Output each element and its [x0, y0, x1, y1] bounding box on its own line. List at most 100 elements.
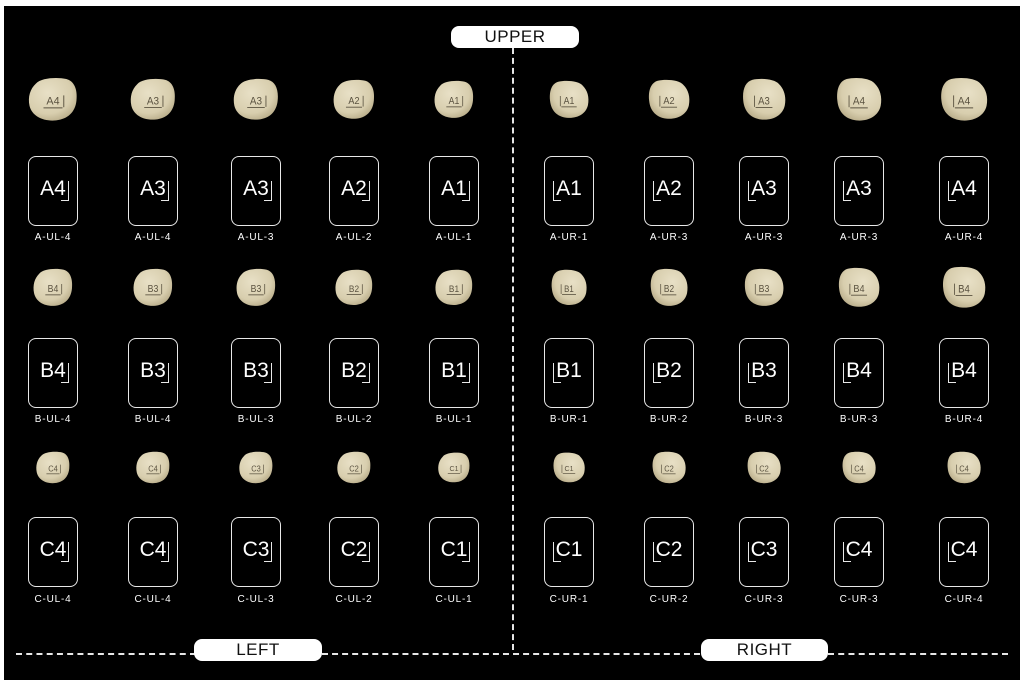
tooth-shade-label: A2 — [663, 96, 674, 108]
shade-card-left-2-3[interactable]: C2 — [329, 517, 379, 587]
tooth-right-1-3[interactable]: B4 — [837, 267, 881, 309]
shade-card-left-1-3[interactable]: B2 — [329, 338, 379, 408]
shade-card-left-1-1[interactable]: B3 — [128, 338, 178, 408]
tooth-shade-label: A4 — [46, 95, 59, 107]
tooth-left-2-0[interactable]: C4 — [35, 451, 71, 485]
tooth-left-1-3[interactable]: B2 — [334, 269, 374, 307]
shade-card-bracket — [61, 181, 69, 201]
tooth-shade-label: A1 — [449, 96, 460, 107]
shade-card-right-2-2[interactable]: C3 — [739, 517, 789, 587]
shade-card-left-1-2[interactable]: B3 — [231, 338, 281, 408]
position-code: B-UR-2 — [649, 414, 689, 425]
shade-card-right-1-0[interactable]: B1 — [544, 338, 594, 408]
position-code: A-UL-1 — [435, 232, 473, 243]
shade-card-right-1-4[interactable]: B4 — [939, 338, 989, 408]
tooth-shade-label: A3 — [758, 96, 770, 108]
shade-card-right-2-3[interactable]: C4 — [834, 517, 884, 587]
tooth-right-1-0[interactable]: B1 — [550, 269, 588, 307]
tooth-right-2-1[interactable]: C2 — [651, 451, 687, 485]
shade-card-left-0-3[interactable]: A2 — [329, 156, 379, 226]
shade-card-left-0-1[interactable]: A3 — [128, 156, 178, 226]
shade-card-left-2-4[interactable]: C1 — [429, 517, 479, 587]
shade-card-label: A4 — [40, 177, 66, 200]
tooth-left-0-0[interactable]: A4 — [27, 77, 79, 123]
shade-card-right-2-0[interactable]: C1 — [544, 517, 594, 587]
shade-card-right-1-1[interactable]: B2 — [644, 338, 694, 408]
tooth-left-1-1[interactable]: B3 — [132, 268, 174, 308]
shade-card-left-2-1[interactable]: C4 — [128, 517, 178, 587]
shade-card-label: C3 — [750, 538, 778, 561]
tooth-right-2-0[interactable]: C1 — [552, 452, 586, 484]
tooth-right-2-3[interactable]: C4 — [841, 451, 877, 485]
shade-card-right-0-2[interactable]: A3 — [739, 156, 789, 226]
shade-card-bracket — [61, 363, 69, 383]
tooth-shade-label: B1 — [564, 283, 574, 294]
position-code: A-UR-1 — [549, 232, 589, 243]
position-code: A-UL-4 — [34, 232, 72, 243]
tooth-right-0-0[interactable]: A1 — [548, 80, 590, 120]
shade-card-left-0-4[interactable]: A1 — [429, 156, 479, 226]
tooth-shade-label: C2 — [759, 464, 769, 473]
shade-card-left-1-4[interactable]: B1 — [429, 338, 479, 408]
tooth-right-0-1[interactable]: A2 — [647, 79, 691, 121]
tooth-shade-label: C1 — [565, 464, 574, 473]
shade-card-label: A4 — [951, 177, 977, 200]
shade-card-left-0-0[interactable]: A4 — [28, 156, 78, 226]
tooth-shade-label: C2 — [349, 464, 359, 473]
tooth-left-1-4[interactable]: B1 — [434, 269, 474, 307]
tooth-right-0-4[interactable]: A4 — [939, 77, 989, 123]
shade-card-bracket — [553, 363, 561, 383]
position-code: A-UL-4 — [134, 232, 172, 243]
tooth-left-1-0[interactable]: B4 — [32, 268, 74, 308]
shade-card-bracket — [264, 542, 272, 562]
shade-card-label: B1 — [556, 359, 582, 382]
tooth-right-1-2[interactable]: B3 — [743, 268, 785, 308]
shade-card-right-0-0[interactable]: A1 — [544, 156, 594, 226]
shade-card-left-1-0[interactable]: B4 — [28, 338, 78, 408]
tooth-left-1-2[interactable]: B3 — [235, 268, 277, 308]
shade-card-bracket — [161, 181, 169, 201]
tooth-right-1-1[interactable]: B2 — [649, 268, 689, 308]
position-code: A-UR-3 — [649, 232, 689, 243]
shade-card-right-0-4[interactable]: A4 — [939, 156, 989, 226]
shade-card-right-2-4[interactable]: C4 — [939, 517, 989, 587]
shade-card-right-0-1[interactable]: A2 — [644, 156, 694, 226]
position-code: B-UL-4 — [34, 414, 72, 425]
shade-card-left-2-0[interactable]: C4 — [28, 517, 78, 587]
shade-card-label: C1 — [555, 538, 583, 561]
tooth-left-2-3[interactable]: C2 — [336, 451, 372, 485]
tooth-left-2-4[interactable]: C1 — [437, 452, 471, 484]
shade-card-right-1-3[interactable]: B4 — [834, 338, 884, 408]
tooth-left-0-1[interactable]: A3 — [129, 78, 177, 122]
shade-card-left-2-2[interactable]: C3 — [231, 517, 281, 587]
shade-card-left-0-2[interactable]: A3 — [231, 156, 281, 226]
tooth-right-2-4[interactable]: C4 — [946, 451, 982, 485]
shade-card-label: B1 — [441, 359, 467, 382]
shade-card-label: B4 — [951, 359, 977, 382]
position-code: B-UL-3 — [237, 414, 275, 425]
tooth-right-0-2[interactable]: A3 — [741, 78, 787, 122]
tooth-shade-label: C3 — [251, 464, 261, 473]
tooth-shade-label: B2 — [664, 283, 674, 294]
position-code: A-UR-3 — [744, 232, 784, 243]
tooth-right-1-4[interactable]: B4 — [941, 266, 987, 310]
tooth-left-0-4[interactable]: A1 — [433, 80, 475, 120]
tooth-shade-label: B4 — [48, 284, 59, 295]
position-code: C-UR-4 — [944, 594, 984, 605]
position-code: C-UR-3 — [744, 594, 784, 605]
position-code: B-UL-1 — [435, 414, 473, 425]
bottom-divider-right — [828, 653, 1008, 655]
tooth-left-2-1[interactable]: C4 — [135, 451, 171, 485]
tooth-right-0-3[interactable]: A4 — [835, 77, 883, 123]
tooth-right-2-2[interactable]: C2 — [746, 451, 782, 485]
shade-card-bracket — [362, 181, 370, 201]
shade-card-right-1-2[interactable]: B3 — [739, 338, 789, 408]
tooth-left-0-3[interactable]: A2 — [332, 79, 376, 121]
tooth-left-2-2[interactable]: C3 — [238, 451, 274, 485]
tooth-shade-label: A4 — [853, 95, 865, 108]
shade-card-right-0-3[interactable]: A3 — [834, 156, 884, 226]
shade-card-bracket — [264, 363, 272, 383]
shade-card-bracket — [748, 181, 756, 201]
shade-card-right-2-1[interactable]: C2 — [644, 517, 694, 587]
tooth-left-0-2[interactable]: A3 — [232, 78, 280, 122]
